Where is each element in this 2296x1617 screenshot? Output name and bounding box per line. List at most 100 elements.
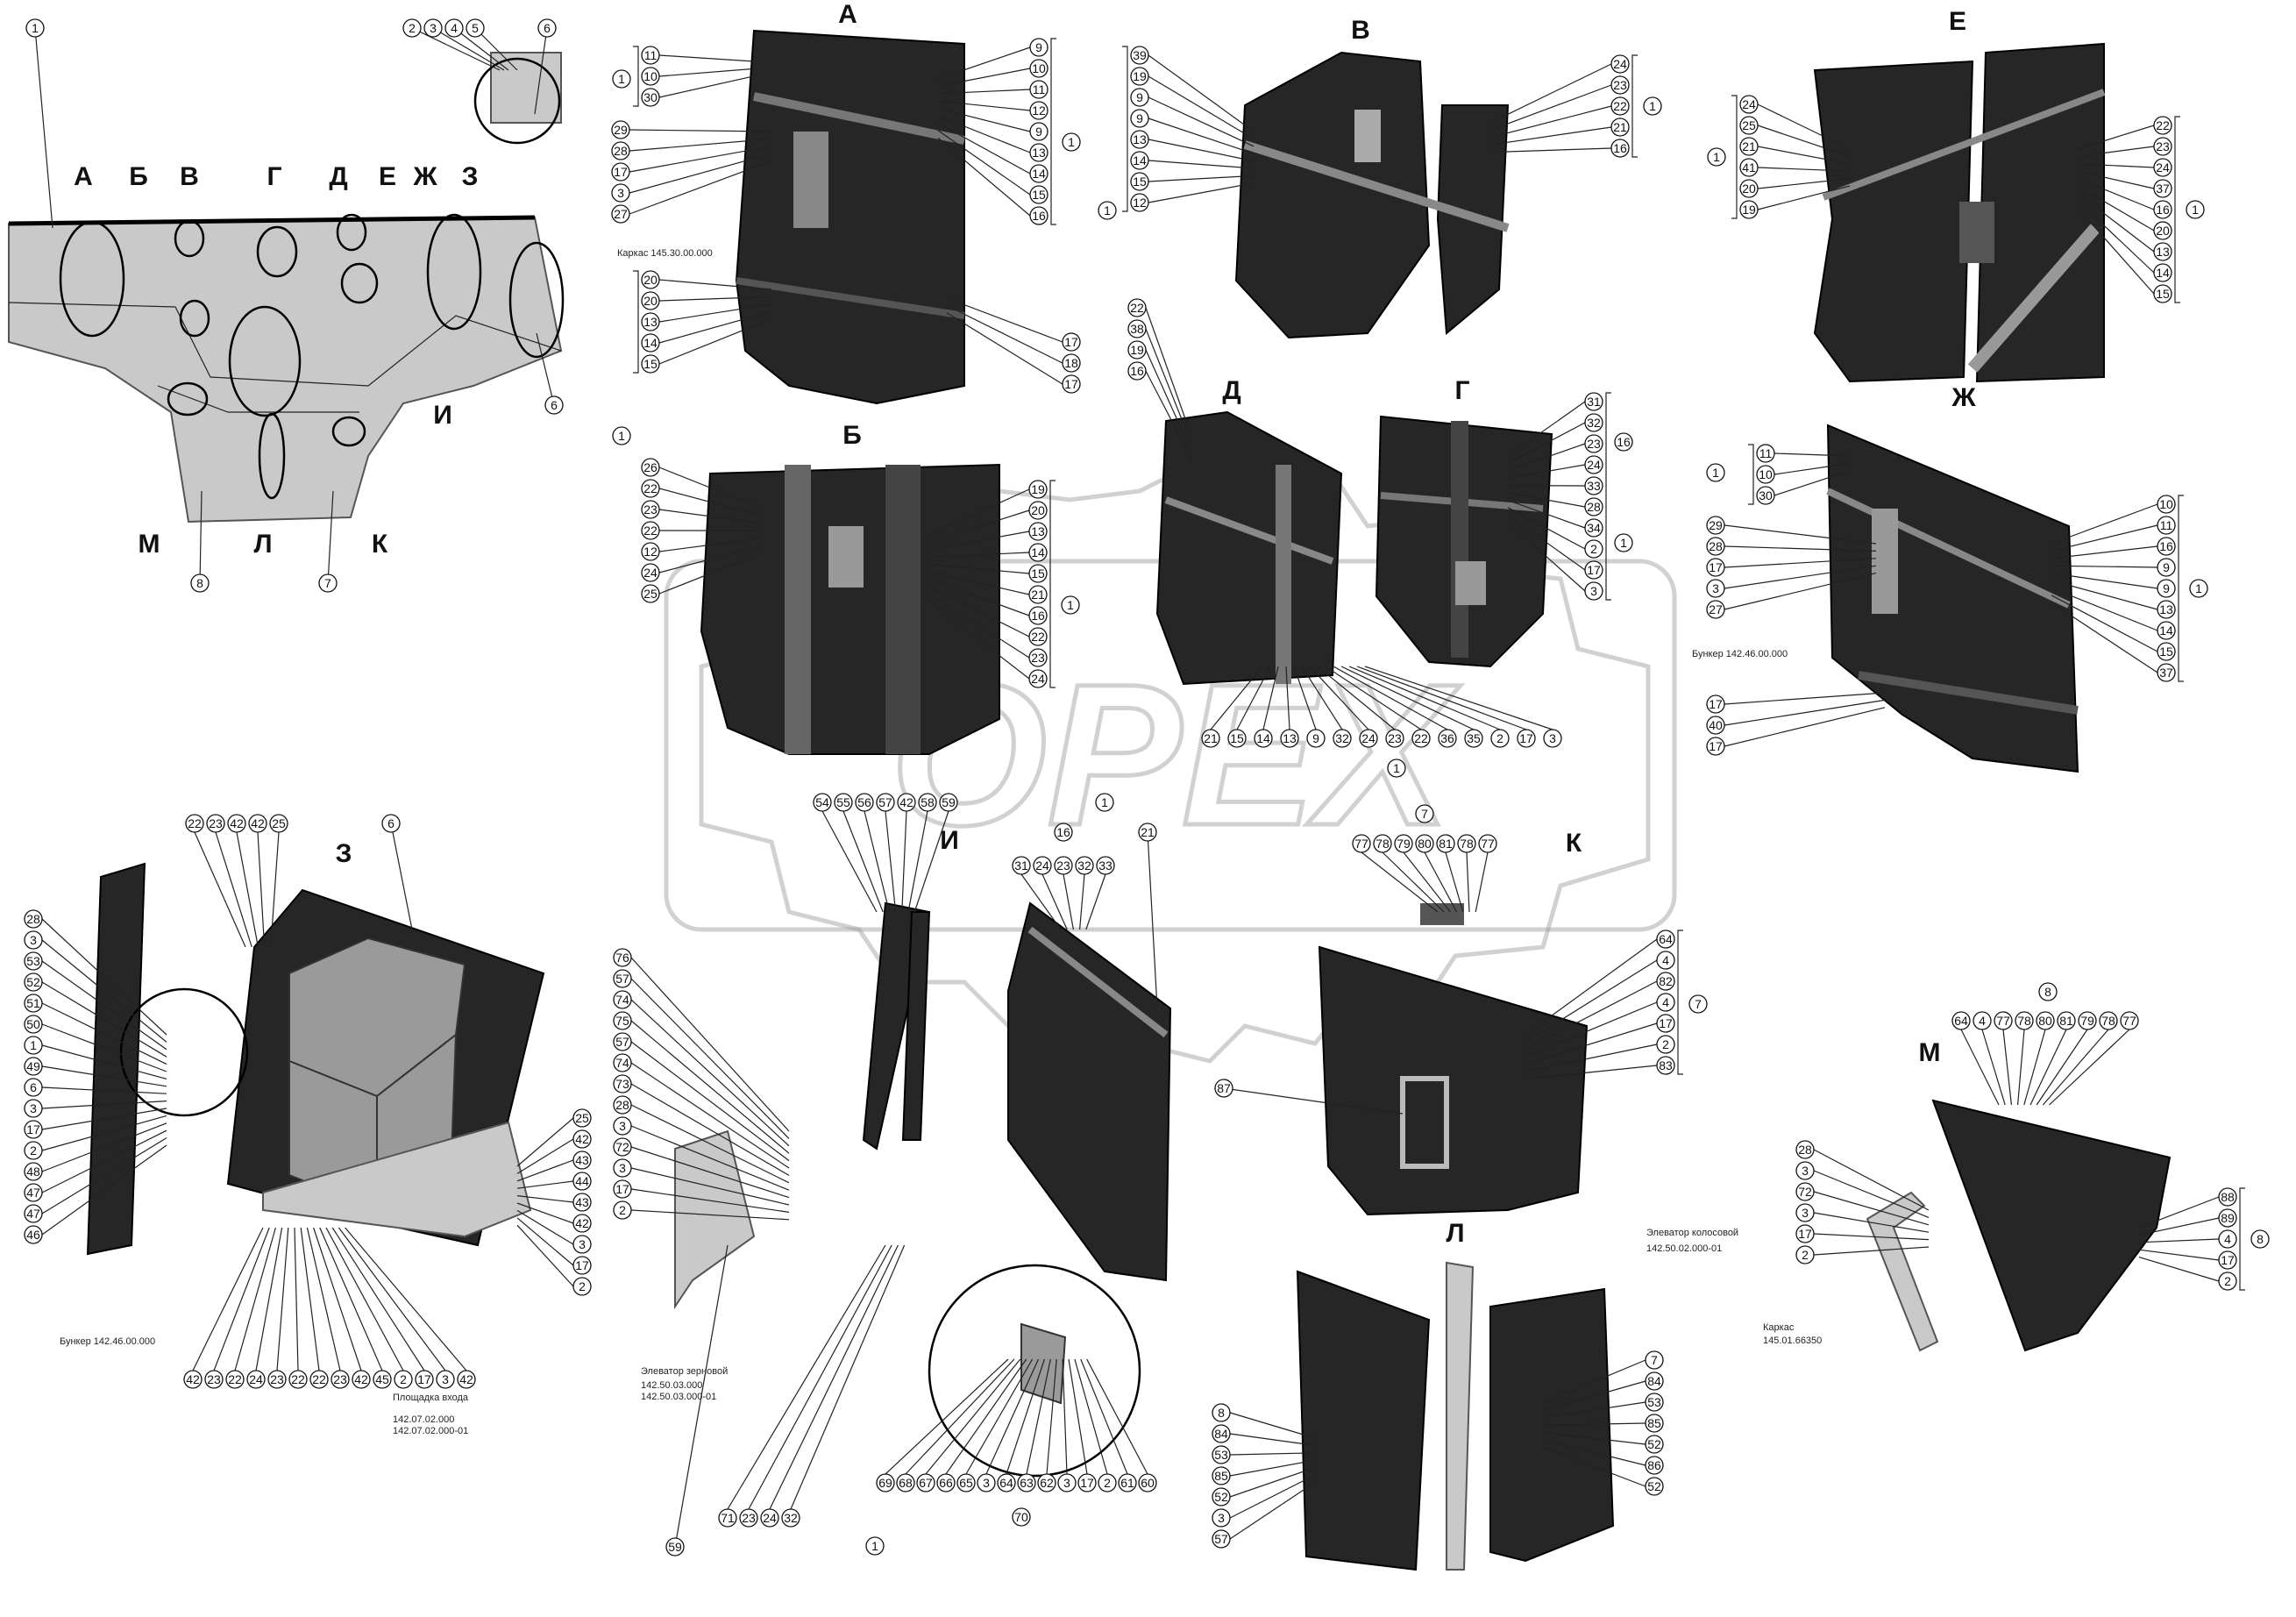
leader-line: [885, 810, 897, 913]
callout-l_right: 52: [1645, 1435, 1664, 1454]
svg-text:21: 21: [1613, 120, 1627, 134]
leader-line: [630, 1209, 790, 1221]
leader-line: [1525, 1001, 1658, 1058]
callout-l_right: 85: [1645, 1414, 1664, 1433]
leader-line: [2051, 503, 2158, 545]
view-letter: К: [372, 530, 388, 559]
leader-line: [2029, 1029, 2067, 1106]
svg-text:3: 3: [30, 933, 37, 947]
leader-line: [1445, 851, 1464, 913]
svg-text:85: 85: [1214, 1469, 1228, 1483]
callout-m_left: 17: [1795, 1224, 1815, 1243]
svg-text:11: 11: [1759, 446, 1773, 460]
svg-text:17: 17: [1587, 563, 1601, 577]
svg-text:77: 77: [1996, 1014, 2010, 1028]
leader-line: [630, 1062, 790, 1169]
svg-text:42: 42: [459, 1372, 473, 1386]
svg-text:79: 79: [2080, 1014, 2094, 1028]
leader-line: [1262, 666, 1279, 730]
svg-text:8: 8: [196, 576, 203, 590]
svg-text:9: 9: [2163, 581, 2170, 595]
callout-z_bottom: 23: [267, 1370, 287, 1389]
leader-line: [1489, 84, 1612, 131]
svg-text:57: 57: [615, 972, 629, 986]
callout-l_left: 57: [1212, 1529, 1231, 1549]
leader-line: [629, 153, 772, 194]
callout-i_bottom: 17: [1077, 1473, 1097, 1492]
svg-text:28: 28: [1587, 500, 1601, 514]
callout-z_bottom: 24: [246, 1370, 266, 1389]
svg-text:48: 48: [26, 1165, 40, 1179]
leader-line: [516, 1224, 574, 1287]
svg-text:15: 15: [643, 357, 658, 371]
callout-m_left: 72: [1795, 1182, 1815, 1201]
callout-z_bottom: 22: [288, 1370, 308, 1389]
callout-k_top: 81: [1436, 834, 1455, 853]
leader-line: [325, 1227, 404, 1371]
leader-line: [1148, 182, 1255, 203]
callout-dg_bottom: 32: [1333, 729, 1352, 748]
svg-text:89: 89: [2221, 1211, 2235, 1225]
detail-A: А Каркас 145.30.00.000: [617, 0, 966, 405]
svg-text:4: 4: [451, 21, 458, 35]
svg-text:23: 23: [1056, 858, 1070, 873]
svg-text:27: 27: [614, 207, 628, 221]
callout-z_left: 51: [24, 994, 43, 1013]
callout-m_left: 2: [1795, 1245, 1815, 1264]
callout-i_bottom_2: 71: [718, 1508, 737, 1528]
callout-m_top: 77: [2120, 1011, 2139, 1030]
leader-line: [658, 54, 755, 62]
callout-zh_right: 9: [2157, 579, 2176, 598]
callout-zh_right: 16: [2157, 537, 2176, 556]
view-letter: В: [180, 162, 199, 191]
callout-m_right: 17: [2218, 1250, 2237, 1270]
leader-line: [1813, 1170, 1930, 1218]
callout-i_left: 72: [613, 1137, 632, 1157]
callout-z_left: 52: [24, 972, 43, 992]
svg-text:38: 38: [1130, 322, 1144, 336]
detail-Z: З Бункер 142.46.00.000 Площадка входа 14…: [60, 839, 545, 1436]
leader-line: [1147, 831, 1158, 1009]
leader-line: [913, 810, 949, 913]
svg-text:67: 67: [919, 1476, 933, 1490]
leader-line: [516, 1138, 574, 1174]
callout-i_bottom: 64: [997, 1473, 1016, 1492]
svg-text:25: 25: [1742, 118, 1756, 132]
callout-b_right_ref: 1: [1061, 595, 1080, 615]
leader-line: [928, 564, 1030, 574]
svg-text:13: 13: [1031, 524, 1045, 538]
leader-line: [1813, 1212, 1930, 1233]
callout-bracket: [1731, 95, 1738, 219]
svg-text:3: 3: [1218, 1511, 1225, 1525]
leader-line: [1145, 370, 1193, 461]
view-letter: Д: [1222, 376, 1240, 405]
svg-text:25: 25: [575, 1111, 589, 1125]
svg-text:17: 17: [1080, 1476, 1094, 1490]
svg-text:47: 47: [26, 1186, 40, 1200]
callout-a_left_top: 11: [641, 46, 660, 65]
detail-E: Е: [1813, 7, 2106, 383]
callout-z_left: 6: [24, 1078, 43, 1097]
leader-line: [1348, 666, 1501, 730]
leader-line: [864, 810, 890, 913]
svg-text:9: 9: [1035, 125, 1042, 139]
leader-line: [1145, 328, 1193, 446]
svg-text:56: 56: [857, 795, 871, 809]
callout-g_right: 28: [1584, 497, 1603, 516]
svg-text:47: 47: [26, 1207, 40, 1221]
svg-text:63: 63: [1020, 1476, 1034, 1490]
callout-e_right: 16: [2153, 200, 2172, 219]
detail-V: В: [1234, 16, 1510, 339]
leader-line: [516, 1180, 574, 1189]
svg-text:73: 73: [615, 1077, 629, 1091]
svg-text:3: 3: [442, 1372, 449, 1386]
callout-g_right_ref_2: 1: [1614, 533, 1633, 552]
svg-text:13: 13: [2159, 602, 2173, 616]
svg-text:1: 1: [2192, 203, 2199, 217]
callout-m_top: 78: [2015, 1011, 2034, 1030]
leader-line: [2051, 580, 2158, 610]
svg-text:24: 24: [1613, 57, 1627, 71]
callout-a_left_mid: 3: [611, 183, 630, 203]
svg-text:25: 25: [643, 587, 658, 601]
